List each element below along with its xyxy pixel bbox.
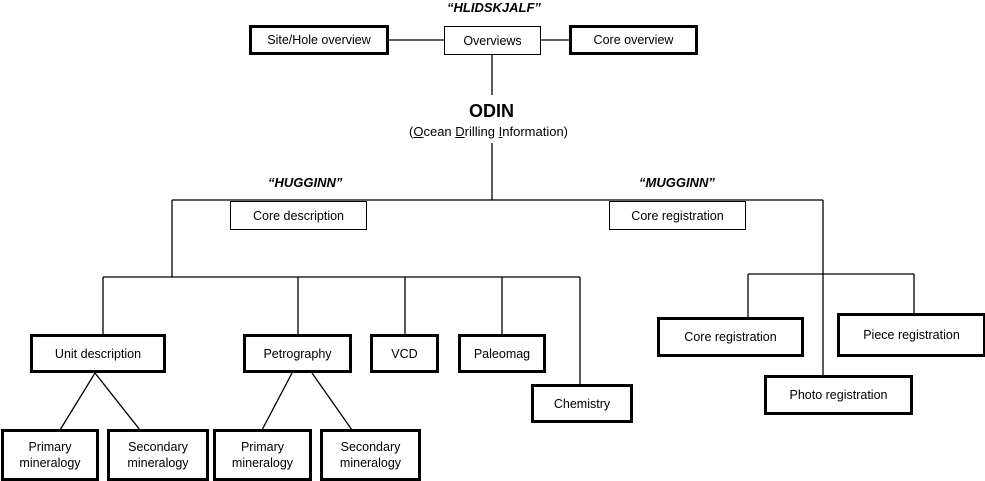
site-hole-overview-box: Site/Hole overview bbox=[249, 25, 389, 55]
core-registration-header-label: Core registration bbox=[631, 208, 724, 223]
vcd-box: VCD bbox=[370, 334, 439, 373]
core-overview-label: Core overview bbox=[593, 33, 674, 47]
photo-registration-label: Photo registration bbox=[789, 388, 888, 402]
unit-description-label: Unit description bbox=[54, 346, 142, 361]
muginn-title: “MUGGINN” bbox=[639, 175, 715, 190]
unit-description-box: Unit description bbox=[30, 334, 166, 373]
core-overview-box: Core overview bbox=[569, 25, 698, 55]
connector-petro-primary bbox=[261, 372, 293, 431]
piece-registration-label: Piece registration bbox=[863, 328, 960, 342]
core-registration-label: Core registration bbox=[684, 330, 777, 344]
odin-title: ODIN bbox=[469, 101, 514, 121]
site-hole-overview-label: Site/Hole overview bbox=[267, 33, 371, 47]
photo-registration-box: Photo registration bbox=[764, 375, 913, 415]
hlidskjalf-title: “HLIDSKJALF” bbox=[447, 0, 541, 15]
connector-unit-primary bbox=[59, 372, 96, 431]
core-registration-header-box: Core registration bbox=[609, 201, 746, 230]
core-description-box: Core description bbox=[230, 201, 367, 230]
core-registration-box: Core registration bbox=[657, 317, 804, 357]
connector-petro-secondary bbox=[311, 372, 353, 431]
overviews-box: Overviews bbox=[444, 26, 541, 55]
hugginn-title: “HUGGINN” bbox=[268, 175, 343, 190]
vcd-label: VCD bbox=[391, 346, 418, 361]
paleomag-box: Paleomag bbox=[458, 334, 546, 373]
connector-unit-secondary bbox=[94, 372, 141, 431]
petrography-box: Petrography bbox=[243, 334, 352, 373]
piece-registration-box: Piece registration bbox=[837, 313, 985, 357]
chemistry-box: Chemistry bbox=[531, 384, 633, 423]
odin-subtitle: (Ocean Drilling Information) bbox=[409, 124, 569, 139]
overviews-label: Overviews bbox=[463, 33, 522, 48]
core-description-label: Core description bbox=[252, 208, 344, 223]
paleomag-label: Paleomag bbox=[473, 346, 531, 361]
petrography-label: Petrography bbox=[263, 346, 332, 361]
chemistry-label: Chemistry bbox=[553, 396, 611, 411]
